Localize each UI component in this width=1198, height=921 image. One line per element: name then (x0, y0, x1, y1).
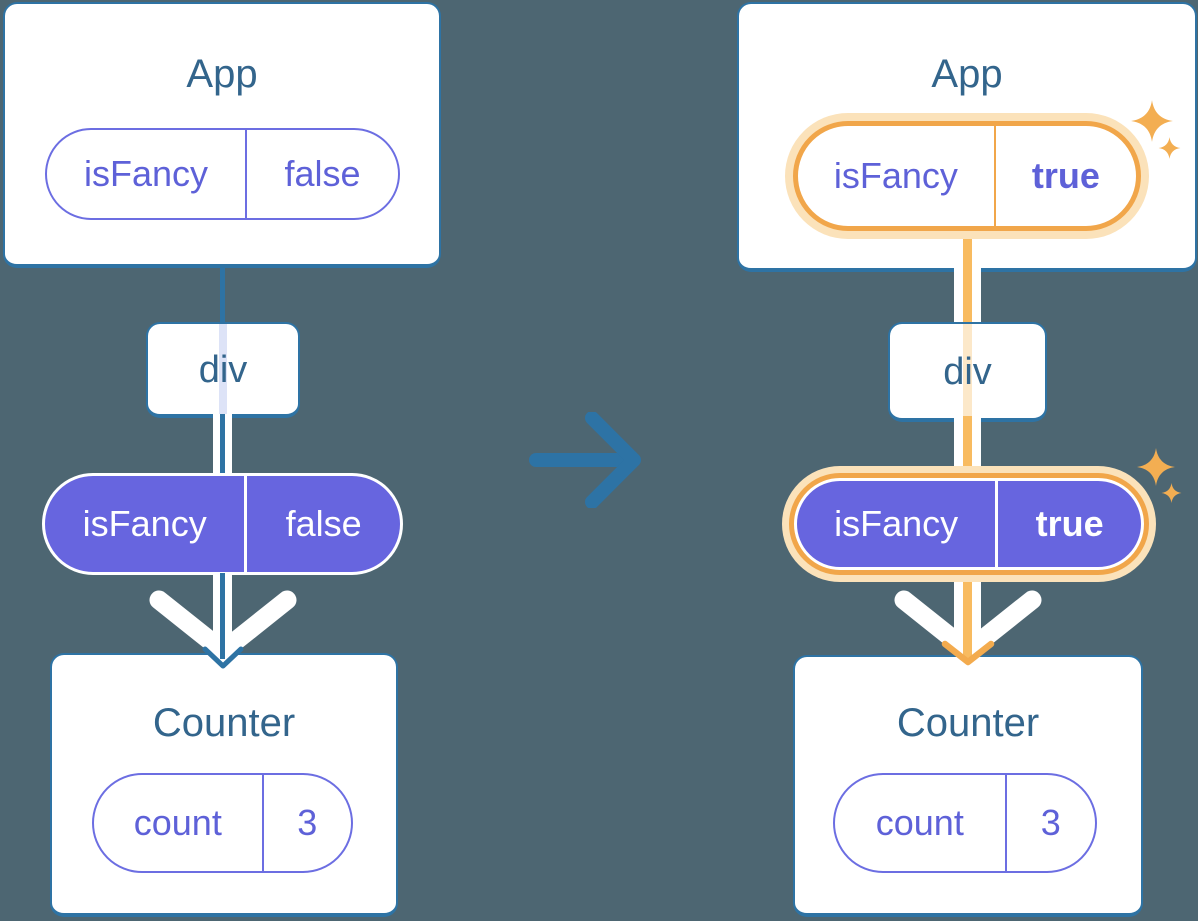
div-title: div (198, 348, 248, 391)
double-line-left (954, 268, 963, 322)
arrow-tip-teal-icon (202, 646, 244, 669)
connector-div-pill-highlight (963, 416, 972, 480)
prop-name: isFancy (47, 130, 248, 218)
state-name: count (835, 775, 1007, 871)
double-line-right (972, 416, 981, 478)
prop-pill-highlighted: isFancy true (793, 121, 1141, 231)
passed-prop-value: false (285, 503, 362, 544)
prop-name: isFancy (798, 126, 996, 226)
double-line-left (213, 414, 220, 476)
app-title: App (931, 52, 1003, 96)
div-title: div (943, 350, 992, 393)
prop-value: false (284, 153, 361, 194)
state-value: 3 (1040, 802, 1061, 843)
app-title: App (186, 52, 258, 96)
connector-pill-counter (220, 573, 225, 659)
counter-title: Counter (152, 701, 296, 745)
connector-pill-counter-highlight (963, 582, 972, 658)
passed-prop-name: isFancy (45, 476, 248, 572)
state-name: count (94, 775, 264, 871)
double-line-right (225, 573, 232, 647)
double-line-left (213, 573, 220, 647)
transition-arrow-right-icon (529, 412, 641, 508)
state-pill: count 3 (833, 773, 1097, 873)
prop-pill: isFancy false (45, 128, 400, 220)
double-line-right (972, 268, 981, 322)
connector-app-div (220, 264, 225, 326)
connector-app-div-highlight (963, 226, 972, 322)
sparkle-large-icon (1131, 100, 1173, 142)
double-line-right (972, 582, 981, 648)
passed-prop-value: true (1035, 503, 1104, 544)
passed-prop-pill: isFancy false (42, 473, 403, 575)
sparkle-large-icon (1137, 448, 1175, 486)
pass-through-line (219, 324, 227, 416)
prop-value: true (1031, 155, 1100, 196)
arrow-tip-orange-icon (941, 640, 995, 666)
state-pill: count 3 (92, 773, 353, 873)
double-line-left (954, 582, 963, 648)
passed-prop-pill-highlighted: isFancy true (794, 478, 1144, 570)
double-line-right (225, 414, 232, 476)
double-line-left (954, 416, 963, 478)
state-value: 3 (297, 802, 318, 843)
sparkle-small-icon (1161, 483, 1182, 503)
connector-div-pill (220, 414, 225, 476)
counter-title: Counter (896, 701, 1040, 745)
passed-prop-name: isFancy (797, 481, 999, 567)
pass-through-line-highlight (963, 324, 972, 418)
sparkle-small-icon (1158, 137, 1181, 159)
